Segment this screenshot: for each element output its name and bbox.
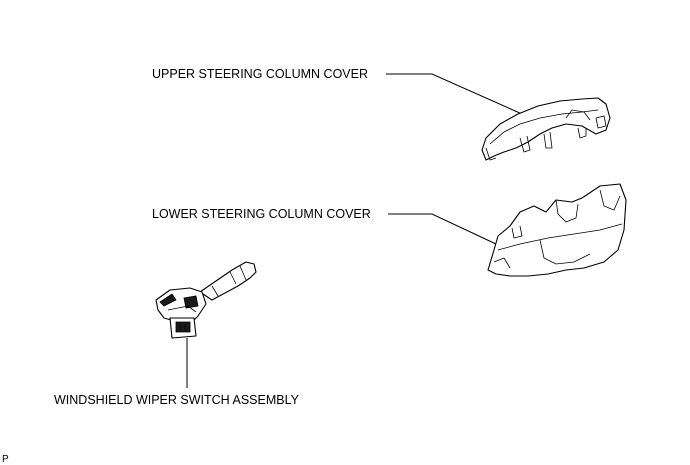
lower-cover-leader-line xyxy=(388,213,497,245)
upper-cover-label: UPPER STEERING COLUMN COVER xyxy=(152,67,368,81)
windshield-wiper-switch-assembly xyxy=(155,261,257,339)
lower-cover-label: LOWER STEERING COLUMN COVER xyxy=(152,207,371,221)
lower-steering-column-cover xyxy=(487,183,627,277)
figure-code: P xyxy=(2,454,9,465)
upper-cover-leader-line xyxy=(386,73,523,115)
upper-steering-column-cover xyxy=(481,97,611,161)
wiper-switch-label: WINDSHIELD WIPER SWITCH ASSEMBLY xyxy=(54,393,300,407)
